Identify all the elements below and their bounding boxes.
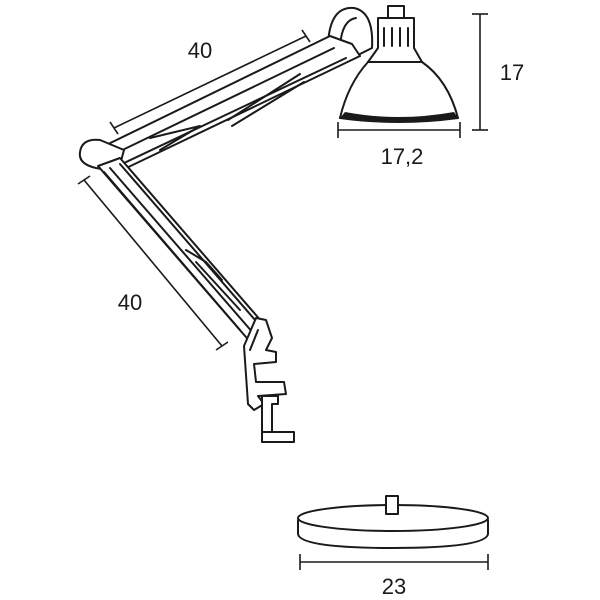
lamp-shade (339, 5, 459, 123)
desk-clamp (243, 317, 295, 443)
lower-arm (97, 157, 263, 345)
shade-diameter-label: 17,2 (381, 144, 424, 169)
round-base (297, 495, 489, 549)
base-diameter-label: 23 (382, 574, 406, 599)
shade-height-label: 17 (500, 60, 524, 85)
upper-arm-length-label: 40 (188, 38, 212, 63)
upper-arm (95, 35, 361, 173)
dim-upper-arm: 40 (109, 29, 311, 135)
dim-shade-diameter: 17,2 (337, 122, 461, 169)
dim-lower-arm: 40 (77, 175, 229, 351)
dim-base-diameter: 23 (299, 554, 489, 599)
dim-shade-height: 17 (472, 13, 524, 131)
lower-arm-length-label: 40 (118, 290, 142, 315)
